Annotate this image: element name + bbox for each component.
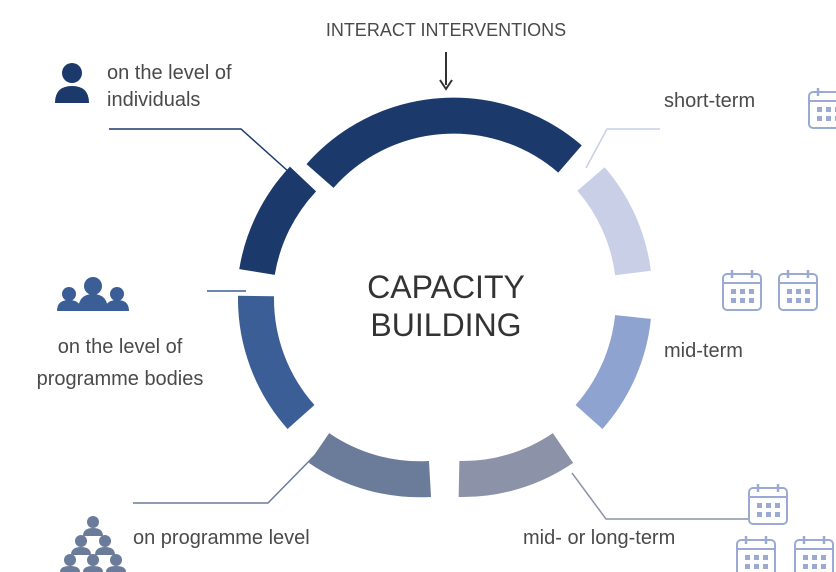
ring-segment-upper-right — [577, 167, 651, 276]
ring-segment-lower-right — [575, 314, 651, 429]
programme-bodies-label-line2: programme bodies — [37, 368, 204, 390]
calendar-icons — [722, 88, 836, 572]
center-title-line1: CAPACITY — [367, 269, 525, 305]
connector-short-term — [585, 128, 660, 169]
down-arrow-icon — [439, 52, 453, 91]
individuals-label-line2: individuals — [107, 89, 200, 111]
ring — [237, 97, 651, 498]
ring-segment-top — [306, 97, 582, 189]
ring-segment-bottom-left — [308, 432, 432, 498]
calendar-icon — [778, 270, 818, 311]
ring-segment-bottom-right — [458, 432, 574, 498]
individuals-label-line1: on the level of — [107, 62, 232, 84]
center-title-line2: BUILDING — [370, 307, 521, 343]
crowd-icon — [60, 516, 126, 572]
connector-long-term — [571, 472, 748, 520]
calendar-icon — [722, 270, 762, 311]
person-icon — [55, 63, 89, 103]
programme-bodies-label-line1: on the level of — [58, 336, 183, 358]
long-term-label: mid- or long-term — [523, 527, 675, 549]
ring-segment-upper-left — [239, 166, 317, 276]
connector-individuals — [109, 128, 290, 173]
ring-segment-lower-left — [237, 295, 315, 429]
connector-programme-level — [133, 451, 319, 504]
calendar-icon — [808, 88, 836, 129]
top-label: INTERACT INTERVENTIONS — [326, 20, 566, 40]
programme-level-label: on programme level — [133, 527, 310, 549]
group-icon — [57, 277, 129, 311]
short-term-label: short-term — [664, 90, 755, 112]
mid-term-label: mid-term — [664, 340, 743, 362]
calendar-icon — [794, 536, 834, 572]
calendar-icon — [748, 484, 788, 525]
connector-lines — [109, 128, 748, 520]
calendar-icon — [736, 536, 776, 572]
